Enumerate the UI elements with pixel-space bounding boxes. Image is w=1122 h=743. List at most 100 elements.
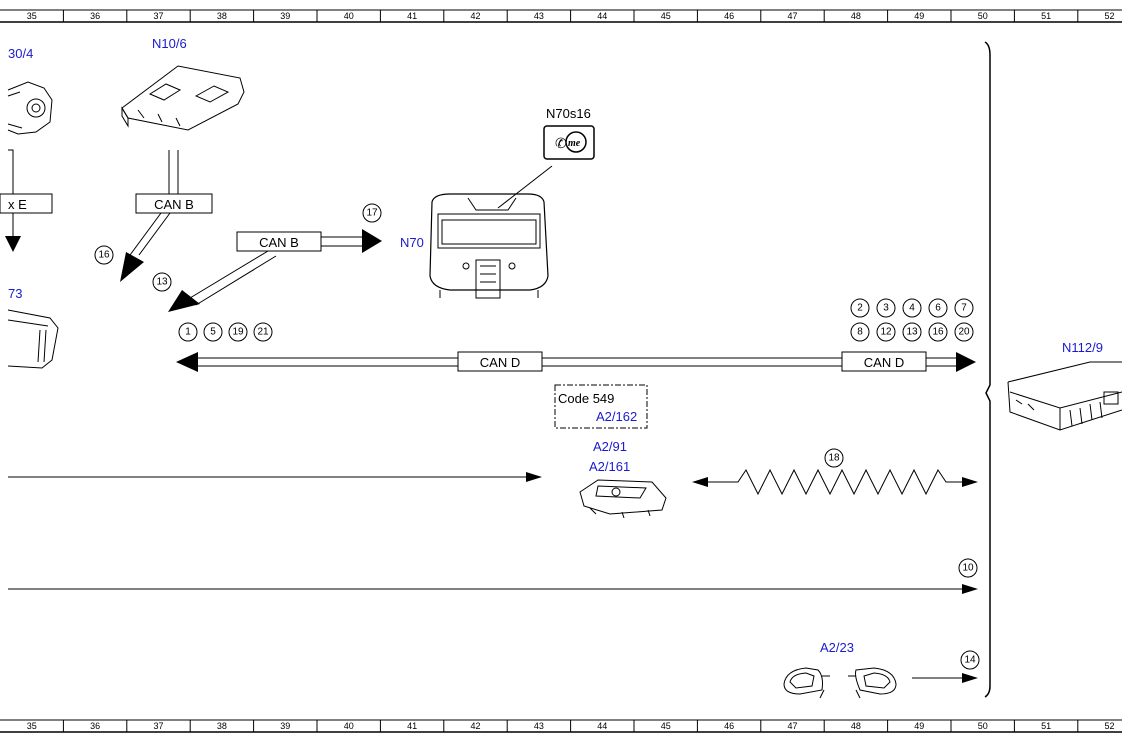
label-n70s16[interactable]: N70s16 (546, 106, 591, 121)
ruler-column-label: 42 (470, 11, 480, 21)
ruler-column-label: 41 (407, 721, 417, 731)
box-e-label: x E (8, 197, 27, 212)
circle-4: 4 (902, 298, 922, 318)
leader-n70s16 (497, 165, 553, 209)
svg-text:19: 19 (232, 327, 244, 338)
component-n70-icon[interactable] (429, 193, 549, 299)
label-a2-91[interactable]: A2/91 (593, 439, 627, 454)
bus-can-b-upper (135, 193, 213, 214)
component-n112-9-icon[interactable] (1007, 361, 1122, 431)
arrow-17 (362, 229, 382, 253)
circle-21: 21 (253, 322, 273, 342)
label-a2-161[interactable]: A2/161 (589, 459, 630, 474)
circle-13: 13 (152, 272, 172, 292)
ruler-column-label: 50 (978, 11, 988, 21)
ruler-column-label: 35 (27, 11, 37, 21)
ruler-column-label: 35 (27, 721, 37, 731)
arrow-can-d-right (956, 352, 976, 372)
ruler-column-label: 46 (724, 721, 734, 731)
ruler-column-label: 45 (661, 11, 671, 21)
component-n70s16-icon[interactable]: ✆ me (543, 125, 595, 160)
svg-text:3: 3 (883, 303, 889, 314)
label-30-4[interactable]: 30/4 (8, 46, 33, 61)
label-a2-23[interactable]: A2/23 (820, 640, 854, 655)
arrow-14 (962, 673, 978, 683)
circle-20: 20 (954, 322, 974, 342)
circle-6: 6 (928, 298, 948, 318)
circle-16: 16 (94, 245, 114, 265)
arrow-13 (168, 290, 200, 312)
ruler-column-label: 48 (851, 11, 861, 21)
ruler-column-label: 46 (724, 11, 734, 21)
component-73-icon[interactable] (7, 309, 59, 369)
wire-can-b-diag-2 (189, 250, 277, 306)
component-n10-6-icon[interactable] (121, 65, 245, 131)
ruler-column-label: 42 (470, 721, 480, 731)
svg-text:6: 6 (935, 303, 941, 314)
box-e (0, 193, 53, 214)
wire-can-b-right (321, 236, 362, 247)
svg-text:13: 13 (156, 277, 168, 288)
arrow-radio-left (692, 477, 708, 487)
svg-text:✆: ✆ (555, 136, 567, 152)
ruler-column-label: 39 (280, 721, 290, 731)
svg-text:16: 16 (98, 250, 110, 261)
svg-text:4: 4 (909, 303, 915, 314)
circle-19: 19 (228, 322, 248, 342)
arrow-radio-right (962, 477, 978, 487)
ruler-column-label: 40 (344, 11, 354, 21)
circle-2: 2 (850, 298, 870, 318)
bus-can-d-center-label: CAN D (480, 355, 520, 370)
label-n70[interactable]: N70 (400, 235, 424, 250)
ruler-column-label: 51 (1041, 721, 1051, 731)
ruler-column-label: 36 (90, 11, 100, 21)
svg-text:21: 21 (257, 327, 269, 338)
ruler-column-label: 49 (914, 11, 924, 21)
circle-13b: 13 (902, 322, 922, 342)
ruler-column-label: 41 (407, 11, 417, 21)
ruler-column-label: 47 (787, 721, 797, 731)
ruler-column-label: 40 (344, 721, 354, 731)
label-73[interactable]: 73 (8, 286, 22, 301)
svg-text:14: 14 (964, 655, 976, 666)
circle-1: 1 (178, 322, 198, 342)
label-n10-6[interactable]: N10/6 (152, 36, 187, 51)
bus-can-d-right (841, 351, 927, 372)
svg-text:8: 8 (857, 327, 863, 338)
circle-8: 8 (850, 322, 870, 342)
label-a2-162[interactable]: A2/162 (596, 409, 637, 424)
ruler-column-label: 49 (914, 721, 924, 731)
wire-can-b-diag-1 (129, 212, 171, 256)
ruler-column-label: 50 (978, 721, 988, 731)
ruler-column-label: 43 (534, 721, 544, 731)
component-a2-161-icon[interactable] (579, 479, 667, 519)
ruler-column-label: 37 (153, 11, 163, 21)
component-a2-23-icon[interactable] (783, 667, 897, 699)
ruler-column-label: 45 (661, 721, 671, 731)
radio-link-18 (708, 468, 962, 496)
bus-can-d-center (457, 351, 543, 372)
ruler-column-label: 38 (217, 721, 227, 731)
circle-12: 12 (876, 322, 896, 342)
arrow-16 (120, 252, 144, 282)
label-n112-9[interactable]: N112/9 (1062, 340, 1103, 355)
bus-can-b-lower-label: CAN B (259, 235, 299, 250)
bus-can-d-line (198, 357, 958, 367)
ruler-column-label: 48 (851, 721, 861, 731)
arrow-can-d-left (176, 352, 198, 372)
wire-30-4 (8, 149, 14, 194)
circle-18: 18 (824, 448, 844, 468)
circle-17: 17 (362, 203, 382, 223)
ruler-column-label: 36 (90, 721, 100, 731)
circle-14: 14 (960, 650, 980, 670)
svg-text:20: 20 (958, 327, 970, 338)
svg-text:17: 17 (366, 208, 378, 219)
arrow-to-a2-161 (526, 472, 542, 482)
wire-n10-6 (168, 150, 179, 194)
component-30-4-icon[interactable] (7, 81, 53, 135)
svg-text:me: me (568, 138, 581, 149)
circle-5: 5 (203, 322, 223, 342)
code-549-box (554, 384, 648, 429)
